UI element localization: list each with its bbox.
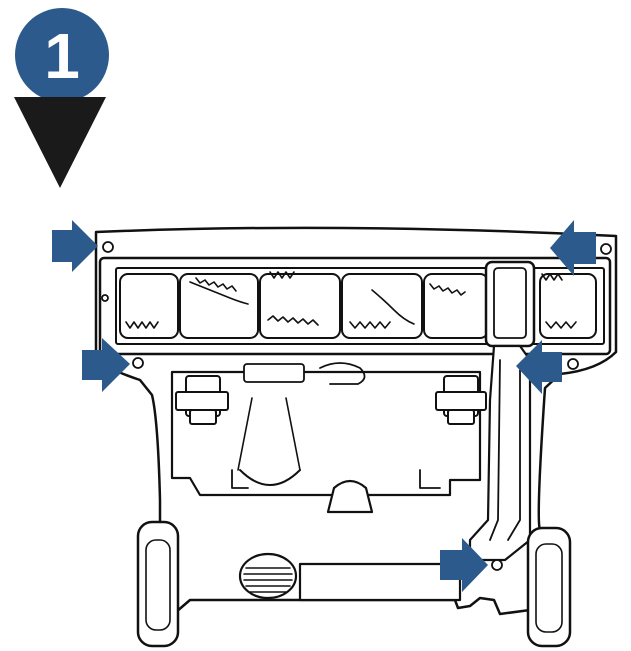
screw-icon: [132, 357, 144, 369]
screw-icon: [491, 559, 503, 571]
hose-channel: [468, 344, 532, 562]
screw-arrow-bottom-icon: [440, 538, 488, 592]
center-bump: [326, 479, 374, 514]
screw-icon: [102, 241, 114, 253]
screw-arrow-mid-left-icon: [82, 338, 130, 392]
left-clip: [175, 375, 229, 425]
suction-opening: [239, 469, 301, 486]
screw-arrow-top-right-icon: [550, 220, 596, 276]
step-badge-circle: [15, 8, 109, 102]
rear-roller: [238, 552, 298, 600]
vacuum-underside: [94, 226, 618, 648]
pointer-triangle-icon: [14, 97, 106, 188]
screws: [101, 241, 612, 571]
step-number: 1: [44, 20, 80, 92]
step-badge: 1: [15, 8, 109, 102]
screw-icon: [101, 294, 109, 302]
screw-icon: [600, 243, 612, 255]
screw-icon: [567, 358, 579, 370]
screw-arrow-mid-right-icon: [516, 340, 562, 394]
brush-bristles: [125, 271, 577, 329]
brush-roll: [119, 273, 597, 339]
screw-arrows: [52, 220, 596, 592]
screw-arrow-top-left-icon: [52, 220, 98, 272]
lower-tray: [298, 562, 462, 602]
right-clip: [435, 375, 487, 425]
